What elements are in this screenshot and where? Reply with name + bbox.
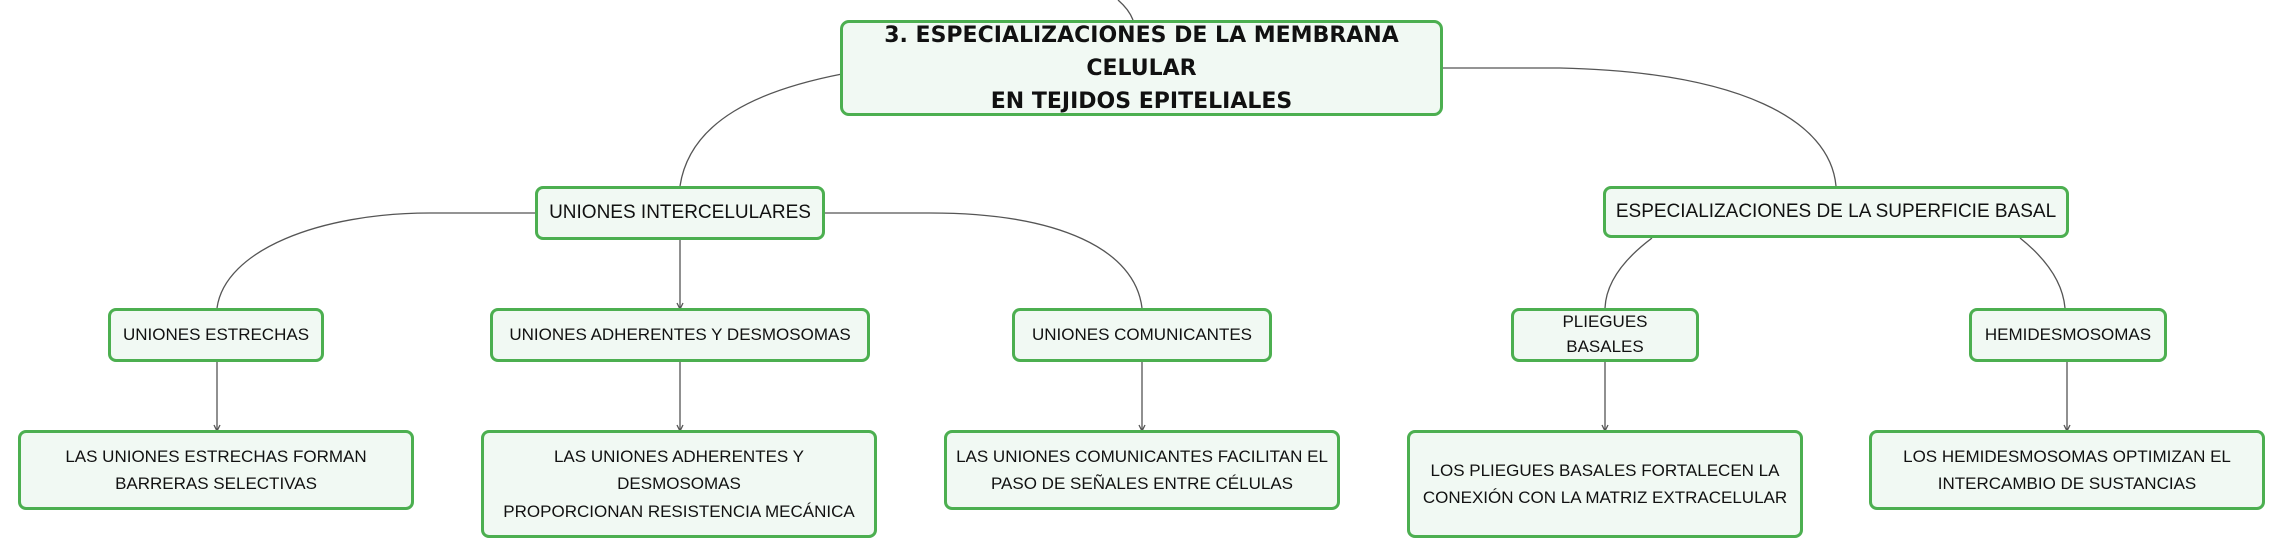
detail-hemi-line-1: LOS HEMIDESMOSOMAS OPTIMIZAN EL [1903, 446, 2231, 466]
detail-adherens-line-2: PROPORCIONAN RESISTENCIA MECÁNICA [503, 501, 855, 521]
node-gap-junctions-label: UNIONES COMUNICANTES [1031, 324, 1253, 344]
node-basal-label: ESPECIALIZACIONES DE LA SUPERFICIE BASAL [1615, 201, 2057, 223]
detail-gap-line-1: LAS UNIONES COMUNICANTES FACILITAN EL [956, 446, 1328, 466]
connector-intercellular-tight [216, 212, 535, 309]
detail-tight-junctions[interactable]: LAS UNIONES ESTRECHAS FORMAN BARRERAS SE… [18, 430, 414, 510]
detail-folds-text: LOS PLIEGUES BASALES FORTALECEN LA CONEX… [1423, 457, 1787, 511]
root-node[interactable]: 3. ESPECIALIZACIONES DE LA MEMBRANA CELU… [840, 20, 1443, 116]
detail-gap-text: LAS UNIONES COMUNICANTES FACILITAN EL PA… [956, 443, 1328, 497]
connector-basal-folds [1604, 237, 1653, 309]
node-adherens-desmosomes[interactable]: UNIONES ADHERENTES Y DESMOSOMAS [490, 308, 870, 362]
detail-hemidesmosomes[interactable]: LOS HEMIDESMOSOMAS OPTIMIZAN EL INTERCAM… [1869, 430, 2265, 510]
detail-folds-line-1: LOS PLIEGUES BASALES FORTALECEN LA [1430, 460, 1780, 480]
detail-folds-line-2: CONEXIÓN CON LA MATRIZ EXTRACELULAR [1422, 488, 1788, 507]
detail-tight-line-1: LAS UNIONES ESTRECHAS FORMAN [65, 446, 367, 466]
detail-adherens-line-1: LAS UNIONES ADHERENTES Y DESMOSOMAS [553, 447, 805, 494]
detail-hemi-line-2: INTERCAMBIO DE SUSTANCIAS [1937, 474, 2197, 493]
node-intercellular[interactable]: UNIONES INTERCELULARES [535, 186, 825, 240]
node-hemidesmosomes[interactable]: HEMIDESMOSOMAS [1969, 308, 2167, 362]
detail-adherens-text: LAS UNIONES ADHERENTES Y DESMOSOMAS PROP… [492, 443, 866, 525]
detail-basal-folds[interactable]: LOS PLIEGUES BASALES FORTALECEN LA CONEX… [1407, 430, 1803, 538]
connector-root-intercellular [679, 73, 843, 187]
detail-gap-junctions[interactable]: LAS UNIONES COMUNICANTES FACILITAN EL PA… [944, 430, 1340, 510]
detail-tight-line-2: BARRERAS SELECTIVAS [115, 474, 317, 493]
root-line-1: 3. ESPECIALIZACIONES DE LA MEMBRANA CELU… [884, 22, 1399, 81]
node-basal-folds-label: PLIEGUES BASALES [1562, 312, 1648, 356]
root-node-text: 3. ESPECIALIZACIONES DE LA MEMBRANA CELU… [851, 19, 1432, 118]
node-basal[interactable]: ESPECIALIZACIONES DE LA SUPERFICIE BASAL [1603, 186, 2069, 238]
root-line-2: EN TEJIDOS EPITELIALES [990, 88, 1293, 114]
node-intercellular-label: UNIONES INTERCELULARES [549, 202, 811, 224]
connector-intercellular-gap [825, 212, 1143, 309]
node-hemidesmosomes-label: HEMIDESMOSOMAS [1984, 324, 2152, 344]
node-tight-junctions-label: UNIONES ESTRECHAS [122, 324, 310, 344]
detail-adherens-desmosomes[interactable]: LAS UNIONES ADHERENTES Y DESMOSOMAS PROP… [481, 430, 877, 538]
detail-hemi-text: LOS HEMIDESMOSOMAS OPTIMIZAN EL INTERCAM… [1903, 443, 2231, 497]
node-adherens-desmosomes-label: UNIONES ADHERENTES Y DESMOSOMAS [509, 324, 851, 344]
connector-parent-stub [1117, 0, 1134, 21]
connector-basal-hemi [2019, 237, 2066, 309]
node-tight-junctions[interactable]: UNIONES ESTRECHAS [108, 308, 324, 362]
detail-gap-line-2: PASO DE SEÑALES ENTRE CÉLULAS [990, 474, 1293, 493]
node-basal-folds[interactable]: PLIEGUES BASALES [1511, 308, 1699, 362]
detail-tight-junctions-text: LAS UNIONES ESTRECHAS FORMAN BARRERAS SE… [65, 443, 366, 497]
node-gap-junctions[interactable]: UNIONES COMUNICANTES [1012, 308, 1272, 362]
connector-root-basal [1443, 67, 1837, 187]
